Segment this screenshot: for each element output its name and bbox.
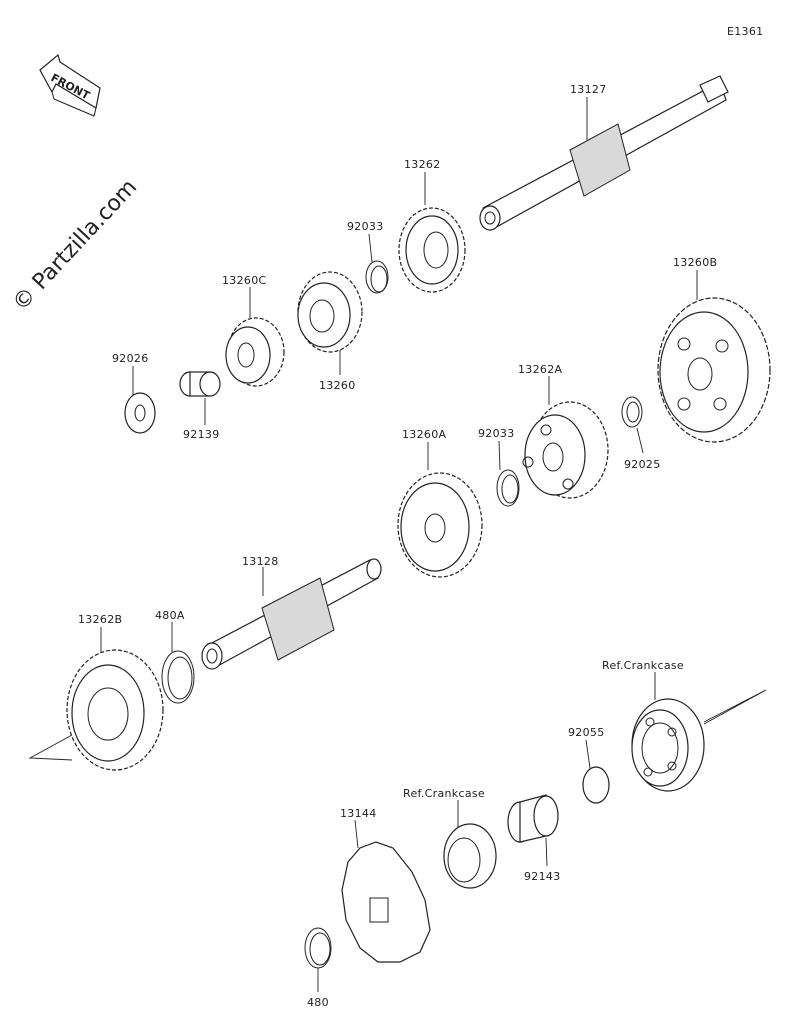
watermark: © Partzilla.com <box>8 175 142 316</box>
label-13262: 13262 <box>404 158 441 171</box>
gear-13260A: 13260A <box>397 428 483 578</box>
bushing-92143: 92143 <box>507 794 561 883</box>
diagram-code: E1361 <box>727 25 763 38</box>
gear-13262A: 13262A <box>518 363 609 499</box>
label-92025: 92025 <box>624 458 661 471</box>
label-13260B: 13260B <box>673 256 717 269</box>
shaft-13127: 13127 <box>479 75 729 231</box>
label-13262A: 13262A <box>518 363 562 376</box>
label-13262B: 13262B <box>78 613 122 626</box>
label-92055: 92055 <box>568 726 605 739</box>
label-13260: 13260 <box>319 379 356 392</box>
label-13260C: 13260C <box>222 274 266 287</box>
label-92033-upper: 92033 <box>347 220 384 233</box>
circlip-92033-upper: 92033 <box>347 220 389 294</box>
oring-92055: 92055 <box>568 726 610 804</box>
front-arrow-icon: FRONT <box>39 53 101 117</box>
gear-13260: 13260 <box>297 271 363 392</box>
bushing-92139: 92139 <box>179 371 221 441</box>
sprocket-13144: 13144 <box>340 807 431 963</box>
bearing-ref-crankcase-right: Ref.Crankcase <box>602 659 767 792</box>
label-ref-crankcase-middle: Ref.Crankcase <box>403 787 485 800</box>
gear-13262B: 13262B <box>28 613 164 771</box>
label-92026: 92026 <box>112 352 149 365</box>
shaft-13128: 13128 <box>201 555 382 670</box>
gear-13260B: 13260B <box>657 256 771 443</box>
gear-13262: 13262 <box>398 158 466 293</box>
circlip-480A: 480A <box>155 609 195 704</box>
gear-13260C: 13260C <box>222 274 285 387</box>
label-92143: 92143 <box>524 870 561 883</box>
seal-ref-crankcase-middle: Ref.Crankcase <box>403 787 497 889</box>
label-13128: 13128 <box>242 555 279 568</box>
washer-92026: 92026 <box>112 352 156 434</box>
label-13144: 13144 <box>340 807 377 820</box>
label-480: 480 <box>307 996 329 1009</box>
washer-92025: 92025 <box>621 396 661 471</box>
label-92139: 92139 <box>183 428 220 441</box>
label-13127: 13127 <box>570 83 607 96</box>
label-ref-crankcase-right: Ref.Crankcase <box>602 659 684 672</box>
label-480A: 480A <box>155 609 185 622</box>
label-13260A: 13260A <box>402 428 446 441</box>
circlip-480: 480 <box>304 927 332 1009</box>
circlip-92033-lower: 92033 <box>478 427 520 507</box>
label-92033-lower: 92033 <box>478 427 515 440</box>
